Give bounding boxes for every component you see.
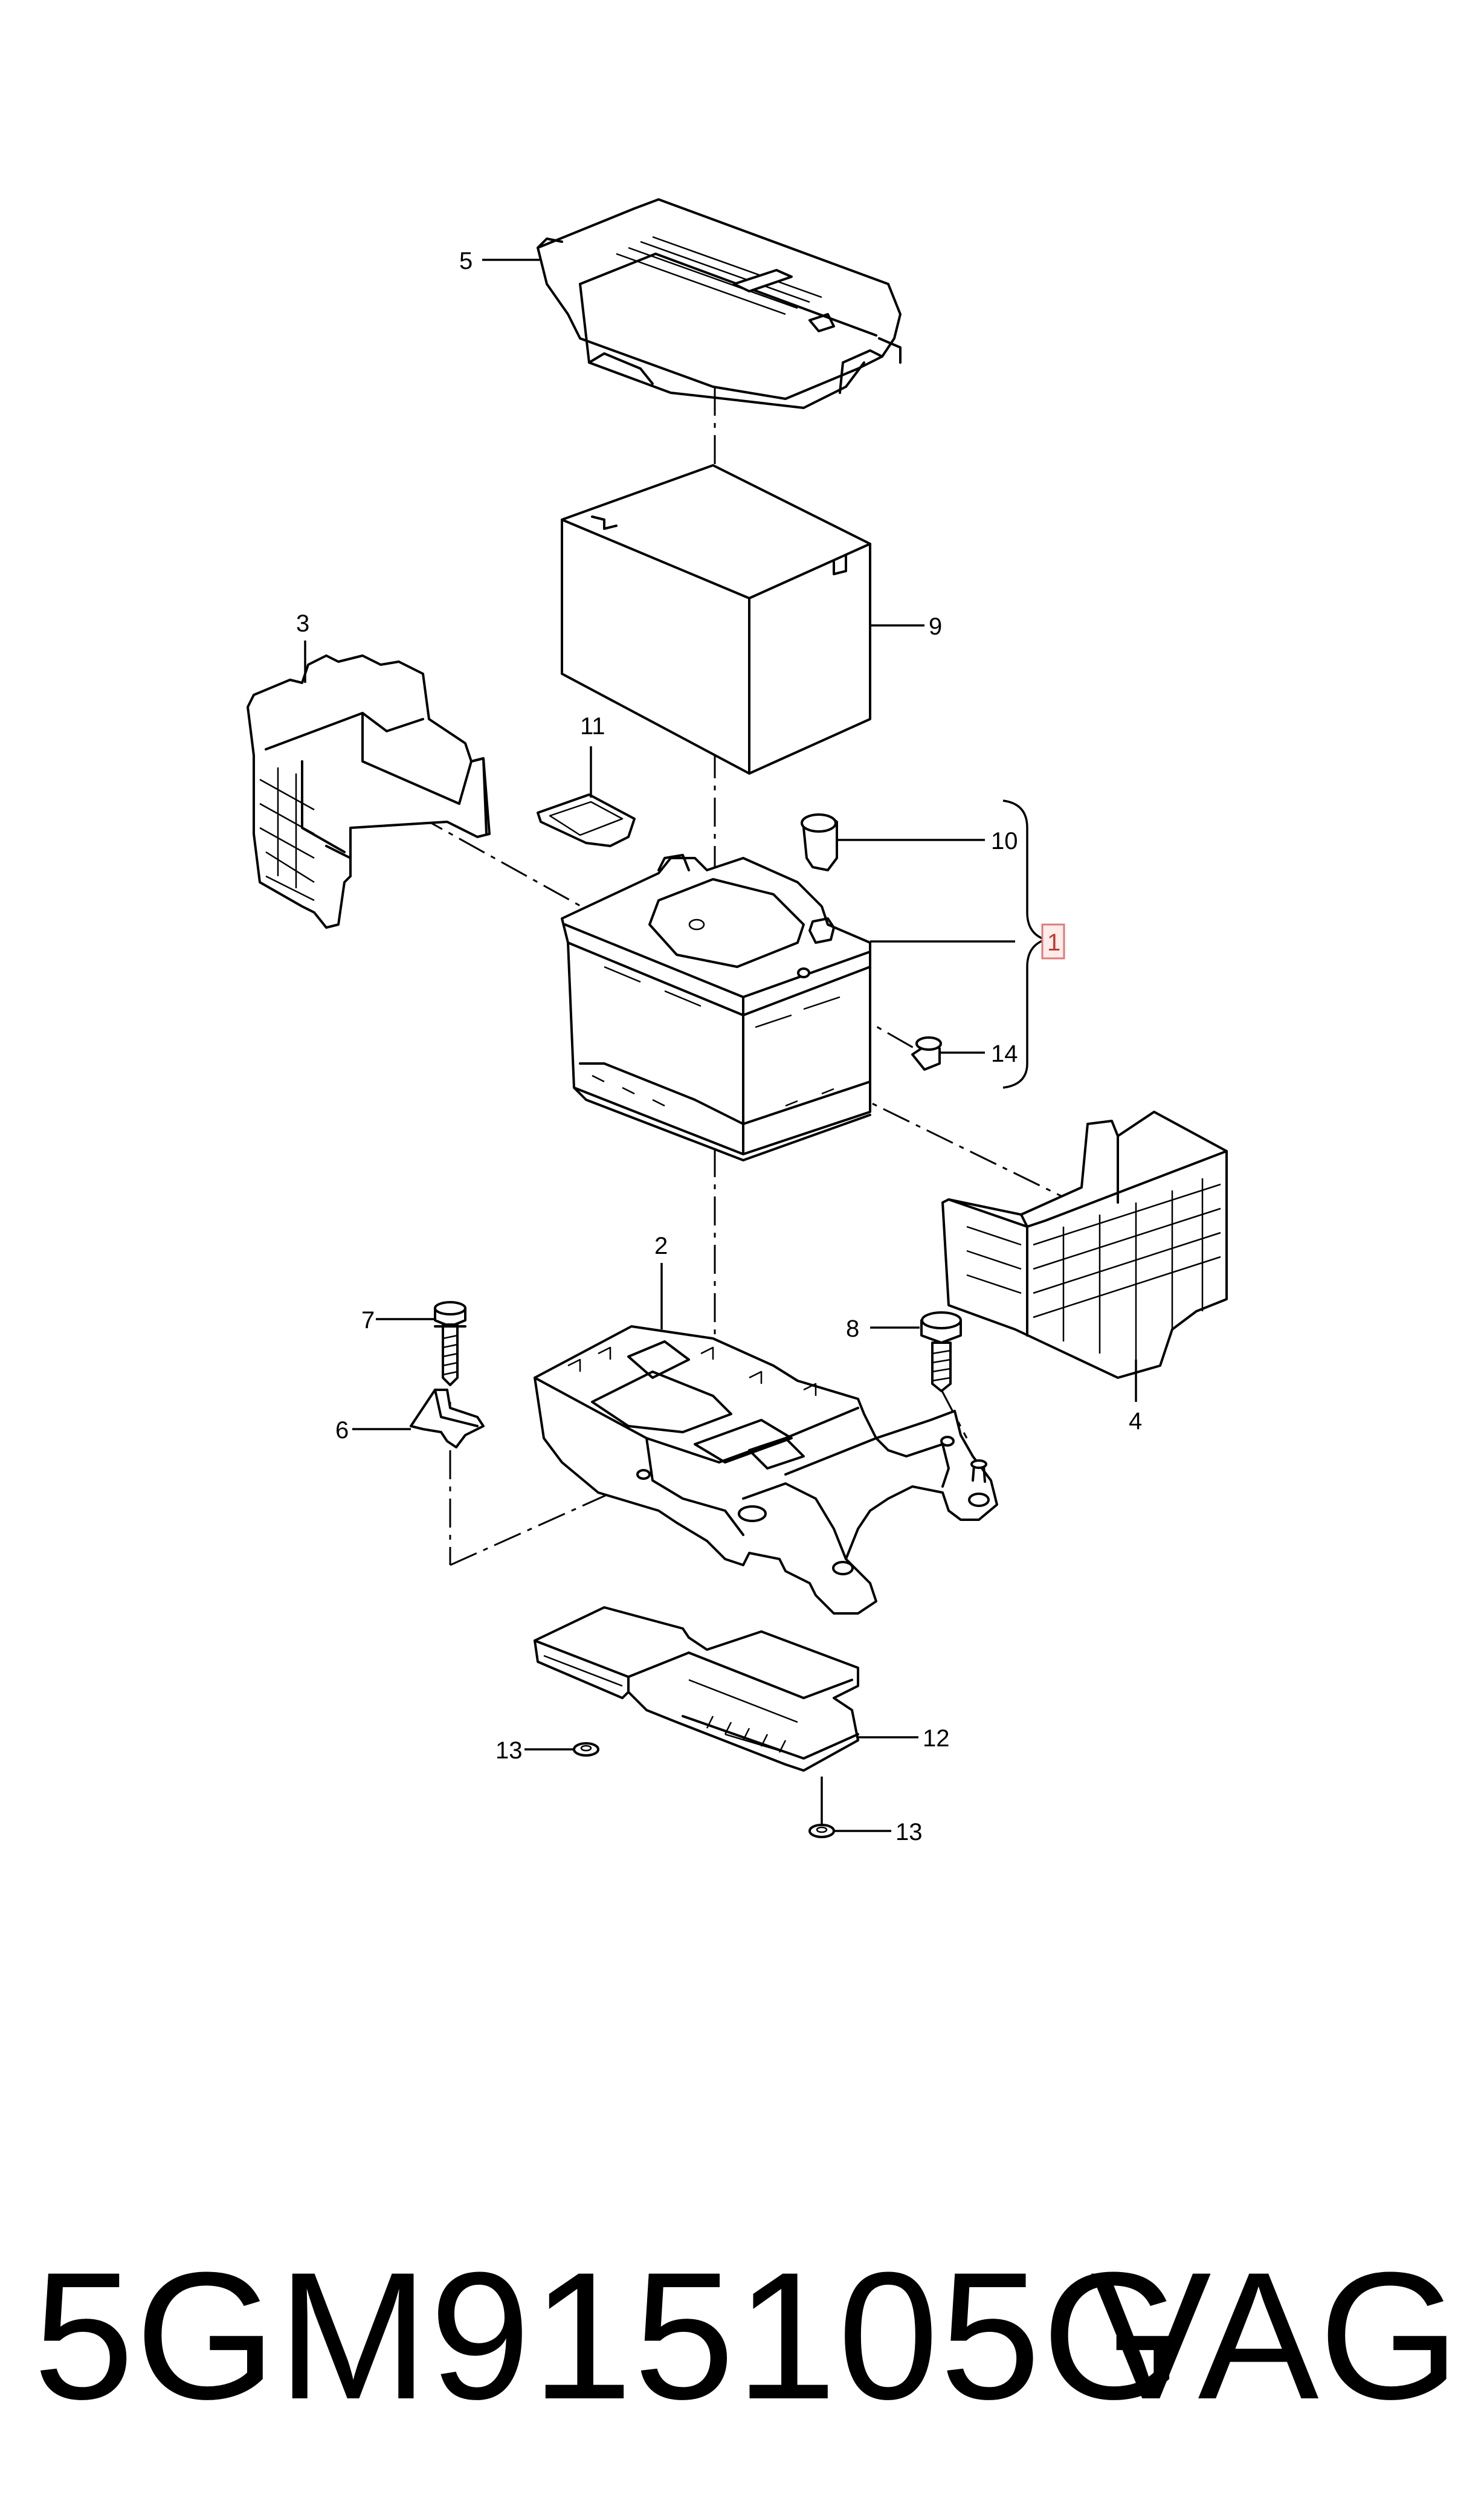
clip-13-right: [808, 1824, 835, 1838]
callout-14: 14: [991, 1041, 1018, 1067]
clamp-6: [410, 1389, 485, 1448]
insulation-sleeve: [561, 464, 871, 775]
brand-name: VAG: [1090, 2234, 1460, 2437]
callout-1-highlight: [1041, 923, 1065, 960]
callout-13-left: 13: [495, 1737, 523, 1764]
side-shield-left: [247, 654, 491, 929]
battery-cover: [537, 198, 902, 409]
callouts: 5 3 9 11 10 1 14 4 2 7 8 6 12 13 13: [296, 248, 1142, 1845]
callout-11: 11: [580, 713, 605, 740]
callout-6: 6: [335, 1417, 349, 1444]
battery: [561, 854, 871, 1161]
callout-3: 3: [296, 610, 309, 637]
small-pad: [537, 793, 636, 847]
callout-10: 10: [991, 828, 1018, 854]
callout-4: 4: [1129, 1408, 1142, 1435]
callout-1[interactable]: 1: [1047, 929, 1060, 956]
leader-lines: [304, 259, 1137, 1832]
vent-plug: [911, 1036, 942, 1071]
callout-13-right: 13: [895, 1819, 923, 1845]
callout-8: 8: [846, 1315, 859, 1342]
part-number: 5GM915105G: [33, 2234, 1184, 2437]
callout-5: 5: [459, 248, 473, 274]
bolt-7: [434, 1301, 466, 1386]
callout-7: 7: [361, 1307, 375, 1334]
callout-12: 12: [923, 1725, 950, 1752]
battery-tray: [534, 1325, 998, 1615]
bolt-8: [920, 1311, 962, 1392]
side-shield-right: [941, 1111, 1228, 1379]
clip-13-left: [573, 1742, 599, 1757]
callout-9: 9: [929, 613, 942, 640]
callout-2: 2: [654, 1233, 668, 1259]
terminal-cap: [801, 813, 838, 871]
lower-plate: [534, 1606, 859, 1772]
